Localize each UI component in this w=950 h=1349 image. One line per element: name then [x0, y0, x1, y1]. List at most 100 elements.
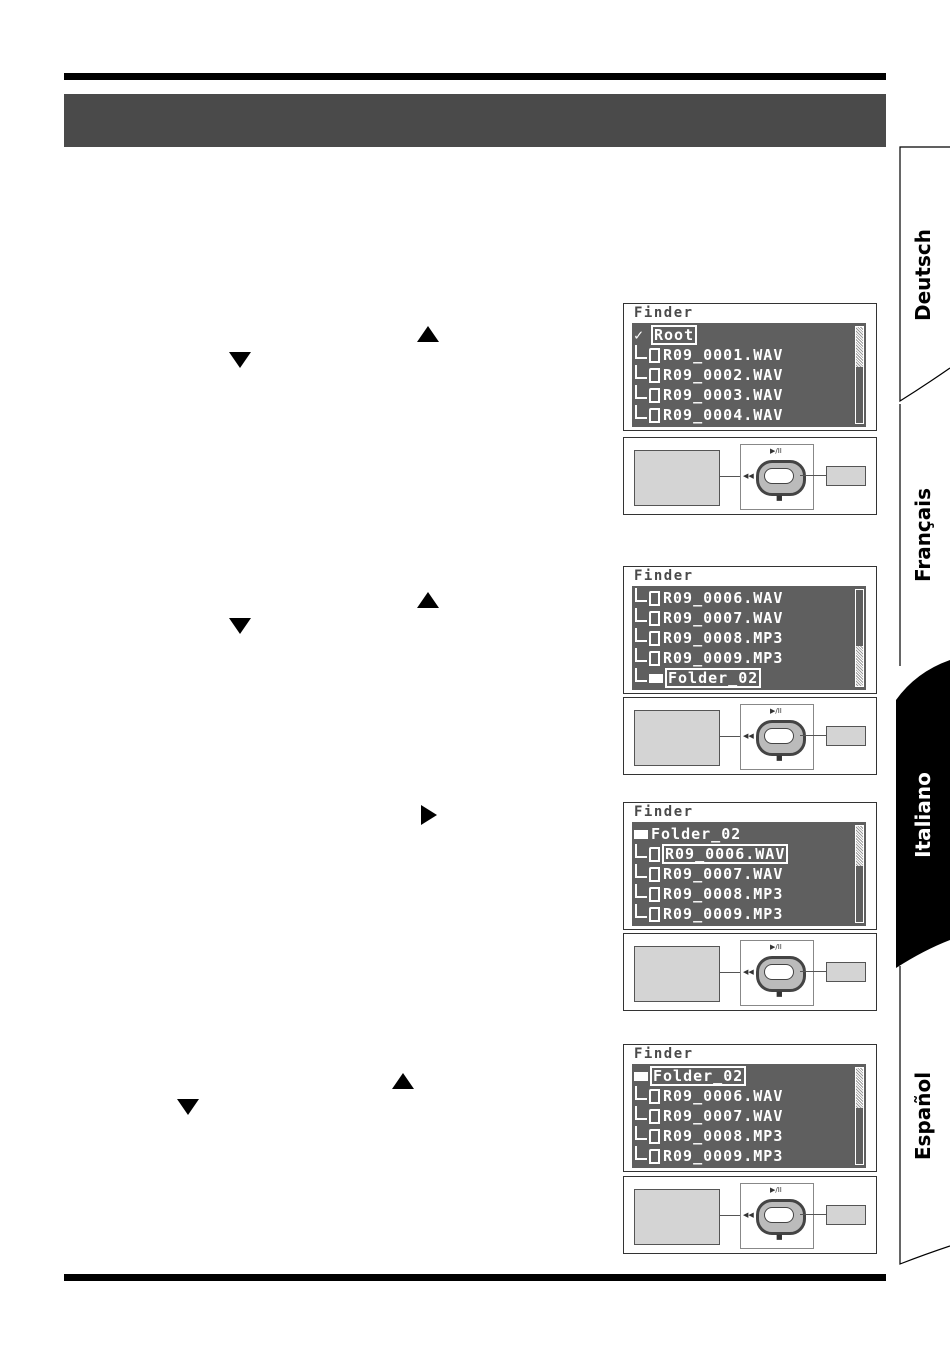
play-pause-icon: ▶/II: [770, 707, 782, 715]
control-diagram-1: ▶/II ◀◀ ■: [623, 437, 877, 515]
file-icon: [649, 631, 660, 646]
list-item[interactable]: R09_0007.WAV: [632, 607, 783, 628]
tab-label: Español: [911, 1071, 935, 1161]
list-item[interactable]: R09_0003.WAV: [632, 384, 784, 405]
tab-francais[interactable]: Français: [896, 404, 950, 666]
display-screen: [634, 710, 720, 766]
file-icon: [649, 887, 660, 902]
screen-title: Finder: [634, 1046, 694, 1062]
tree-branch-icon: [635, 1085, 647, 1100]
list-item[interactable]: Folder_02: [632, 667, 762, 688]
tab-italiano[interactable]: Italiano: [896, 660, 950, 970]
list-item[interactable]: Folder_02: [632, 1066, 747, 1086]
stop-icon: ■: [776, 1233, 783, 1241]
tree-branch-icon: [635, 903, 647, 918]
button-label-box: [826, 962, 866, 982]
file-icon: [649, 847, 660, 862]
list-item[interactable]: R09_0001.WAV: [632, 344, 784, 365]
list-item[interactable]: ✓Root: [632, 325, 698, 345]
file-icon: [649, 348, 660, 363]
up-arrow-icon: [417, 326, 439, 342]
list-item[interactable]: R09_0009.MP3: [632, 903, 784, 924]
stop-icon: ■: [776, 754, 783, 762]
right-arrow-icon: [421, 805, 437, 825]
tab-label: Deutsch: [911, 229, 935, 321]
button-label-box: [826, 1205, 866, 1225]
play-pause-icon: ▶/II: [770, 447, 782, 455]
list-item[interactable]: R09_0006.WAV: [632, 1085, 784, 1106]
file-name: R09_0009.MP3: [663, 649, 784, 667]
rewind-icon: ◀◀: [743, 472, 754, 480]
list-item[interactable]: R09_0008.MP3: [632, 627, 784, 648]
cursor-pad: [740, 444, 814, 510]
file-name: R09_0004.WAV: [663, 406, 784, 424]
up-arrow-icon: [417, 592, 439, 608]
list-item[interactable]: R09_0006.WAV: [632, 587, 784, 608]
tree-branch-icon: [635, 883, 647, 898]
cursor-pad: [740, 940, 814, 1006]
list-item[interactable]: Folder_02: [632, 824, 741, 844]
tree-branch-icon: [635, 607, 647, 622]
file-name: R09_0008.MP3: [663, 629, 784, 647]
file-name: R09_0009.MP3: [663, 905, 784, 923]
file-icon: [649, 1089, 660, 1104]
list-item[interactable]: R09_0008.MP3: [632, 1125, 783, 1146]
folder-icon: [649, 674, 663, 683]
file-name: R09_0003.WAV: [663, 386, 784, 404]
control-diagram-2: ▶/II ◀◀ ■: [623, 697, 877, 775]
file-name: R09_0001.WAV: [663, 346, 784, 364]
file-icon: [649, 368, 660, 383]
cursor-pad: [740, 1183, 814, 1249]
tree-branch-icon: [635, 627, 647, 642]
screen-title: Finder: [634, 568, 694, 584]
list-item[interactable]: R09_0007.WAV: [632, 1105, 783, 1126]
button-label-box: [826, 466, 866, 486]
file-name: R09_0006.WAV: [663, 589, 784, 607]
display-screen: [634, 450, 720, 506]
file-icon: [649, 408, 660, 423]
file-icon: [649, 1149, 660, 1164]
button-label-box: [826, 726, 866, 746]
list-item[interactable]: R09_0009.MP3: [632, 1145, 784, 1166]
tree-branch-icon: [635, 384, 647, 399]
list-item[interactable]: R09_0006.WAV: [632, 843, 789, 864]
tab-label: Français: [911, 487, 935, 583]
section-banner: [64, 94, 886, 147]
file-name: R09_0006.WAV: [663, 1087, 784, 1105]
tab-label: Italiano: [911, 772, 935, 858]
rewind-icon: ◀◀: [743, 732, 754, 740]
down-arrow-icon: [229, 352, 251, 368]
tree-branch-icon: [635, 1125, 647, 1140]
tab-deutsch[interactable]: Deutsch: [896, 146, 950, 404]
file-icon: [649, 907, 660, 922]
list-item[interactable]: R09_0008.MP3: [632, 883, 783, 904]
file-name: R09_0002.WAV: [663, 366, 784, 384]
list-item[interactable]: R09_0007.WAV: [632, 863, 783, 884]
play-pause-icon: ▶/II: [770, 1186, 782, 1194]
control-diagram-4: ▶/II ◀◀ ■: [623, 1176, 877, 1254]
tab-espanol[interactable]: Español: [896, 966, 950, 1266]
stop-icon: ■: [776, 494, 783, 502]
tree-branch-icon: [635, 1145, 647, 1160]
control-diagram-3: ▶/II◀◀■: [623, 933, 877, 1011]
file-icon: [649, 1109, 660, 1124]
file-name: Folder_02: [651, 825, 742, 843]
list-item[interactable]: R09_0009.MP3: [632, 647, 784, 668]
tree-branch-icon: [635, 404, 647, 419]
file-icon: [649, 1129, 660, 1144]
list-item[interactable]: R09_0004.WAV: [632, 404, 784, 425]
rewind-icon: ◀◀: [743, 1211, 754, 1219]
cursor-button-icon[interactable]: [756, 720, 806, 756]
list-item[interactable]: R09_0002.WAV: [632, 364, 784, 385]
file-name: Folder_02: [664, 668, 762, 688]
scrollbar: [855, 1067, 864, 1165]
file-name: R09_0009.MP3: [663, 1147, 784, 1165]
display-screen: [634, 1189, 720, 1245]
down-arrow-icon: [177, 1099, 199, 1115]
